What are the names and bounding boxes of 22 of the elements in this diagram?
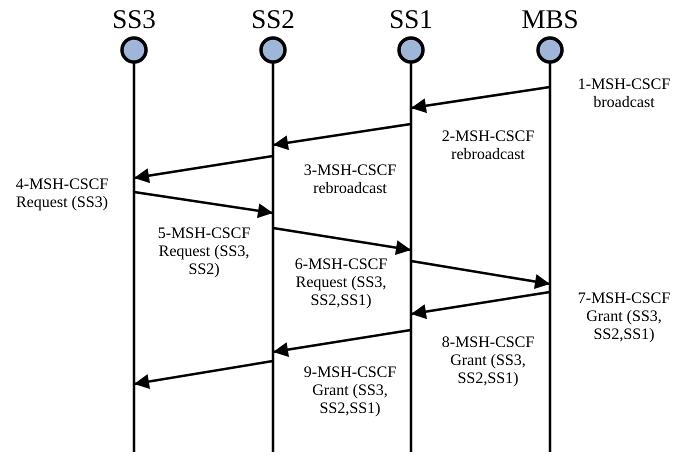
edge-label: 2-MSH-CSCF rebroadcast	[440, 128, 536, 164]
edge-label: 8-MSH-CSCF Grant (SS3, SS2,SS1)	[440, 334, 536, 388]
message-arrow	[134, 154, 274, 184]
message-arrow	[410, 290, 550, 320]
message-arrow	[134, 190, 274, 218]
message-arrow	[134, 360, 274, 389]
edge-label: 7-MSH-CSCF Grant (SS3, SS2,SS1)	[576, 290, 672, 344]
participant-name: SS1	[389, 4, 433, 34]
edge-label: 5-MSH-CSCF Request (SS3, SS2)	[156, 225, 252, 279]
edge-label: 9-MSH-CSCF Grant (SS3, SS2,SS1)	[302, 364, 398, 418]
edge-label: 6-MSH-CSCF Request (SS3, SS2,SS1)	[294, 256, 388, 310]
message-arrow	[272, 226, 412, 256]
edge-label: 3-MSH-CSCF rebroadcast	[302, 162, 398, 198]
message-arrow	[410, 86, 550, 114]
edge-label: 4-MSH-CSCF Request (SS3)	[14, 176, 110, 212]
participant-name: MBS	[521, 4, 579, 34]
message-arrow	[272, 122, 412, 150]
participant-name: SS3	[112, 4, 156, 34]
participant-name: SS2	[251, 4, 295, 34]
edge-label: 1-MSH-CSCF broadcast	[576, 76, 672, 112]
message-arrow	[410, 260, 550, 289]
message-arrow	[272, 328, 412, 358]
